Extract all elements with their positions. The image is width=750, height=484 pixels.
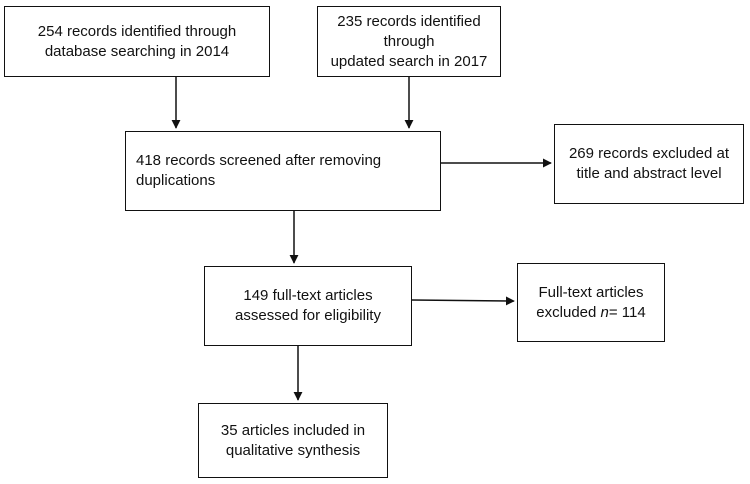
box-excluded-title-abstract-line1: 269 records excluded at	[568, 145, 730, 162]
box-full-text-assessed-line2: assessed for eligibility	[235, 307, 381, 324]
box-full-text-excluded: Full-text articles excluded n= 114	[517, 263, 665, 342]
box-excluded-title-abstract-line2: title and abstract level	[576, 165, 722, 182]
box-full-text-excluded-n: n	[600, 303, 609, 321]
box-full-text-assessed-line1: 149 full-text articles	[243, 287, 373, 304]
box-database-search-line2: database searching in 2014	[44, 42, 230, 60]
box-updated-search: 235 records identified through updated s…	[317, 6, 501, 77]
box-updated-search-line1: 235 records identified through	[337, 12, 481, 50]
arrow-fulltext-to-excluded	[411, 296, 515, 306]
box-records-screened-line1: 418 records screened after removing	[136, 152, 382, 169]
box-articles-included: 35 articles included in qualitative synt…	[198, 403, 388, 478]
box-database-search: 254 records identified through database …	[4, 6, 270, 77]
box-full-text-assessed: 149 full-text articles assessed for elig…	[204, 266, 412, 346]
box-full-text-excluded-line2-suffix: = 114	[608, 303, 646, 321]
box-full-text-excluded-line1: Full-text articles	[538, 283, 644, 301]
box-articles-included-line2: qualitative synthesis	[225, 441, 361, 459]
box-records-screened-line2: duplications	[136, 172, 216, 189]
box-records-screened: 418 records screened after removing dupl…	[125, 131, 441, 211]
box-articles-included-line1: 35 articles included in	[220, 421, 366, 439]
box-full-text-excluded-line2-prefix: excluded	[536, 303, 601, 321]
box-excluded-title-abstract: 269 records excluded at title and abstra…	[554, 124, 744, 204]
box-database-search-line1: 254 records identified through	[37, 22, 237, 40]
box-updated-search-line2: updated search in 2017	[330, 52, 488, 70]
